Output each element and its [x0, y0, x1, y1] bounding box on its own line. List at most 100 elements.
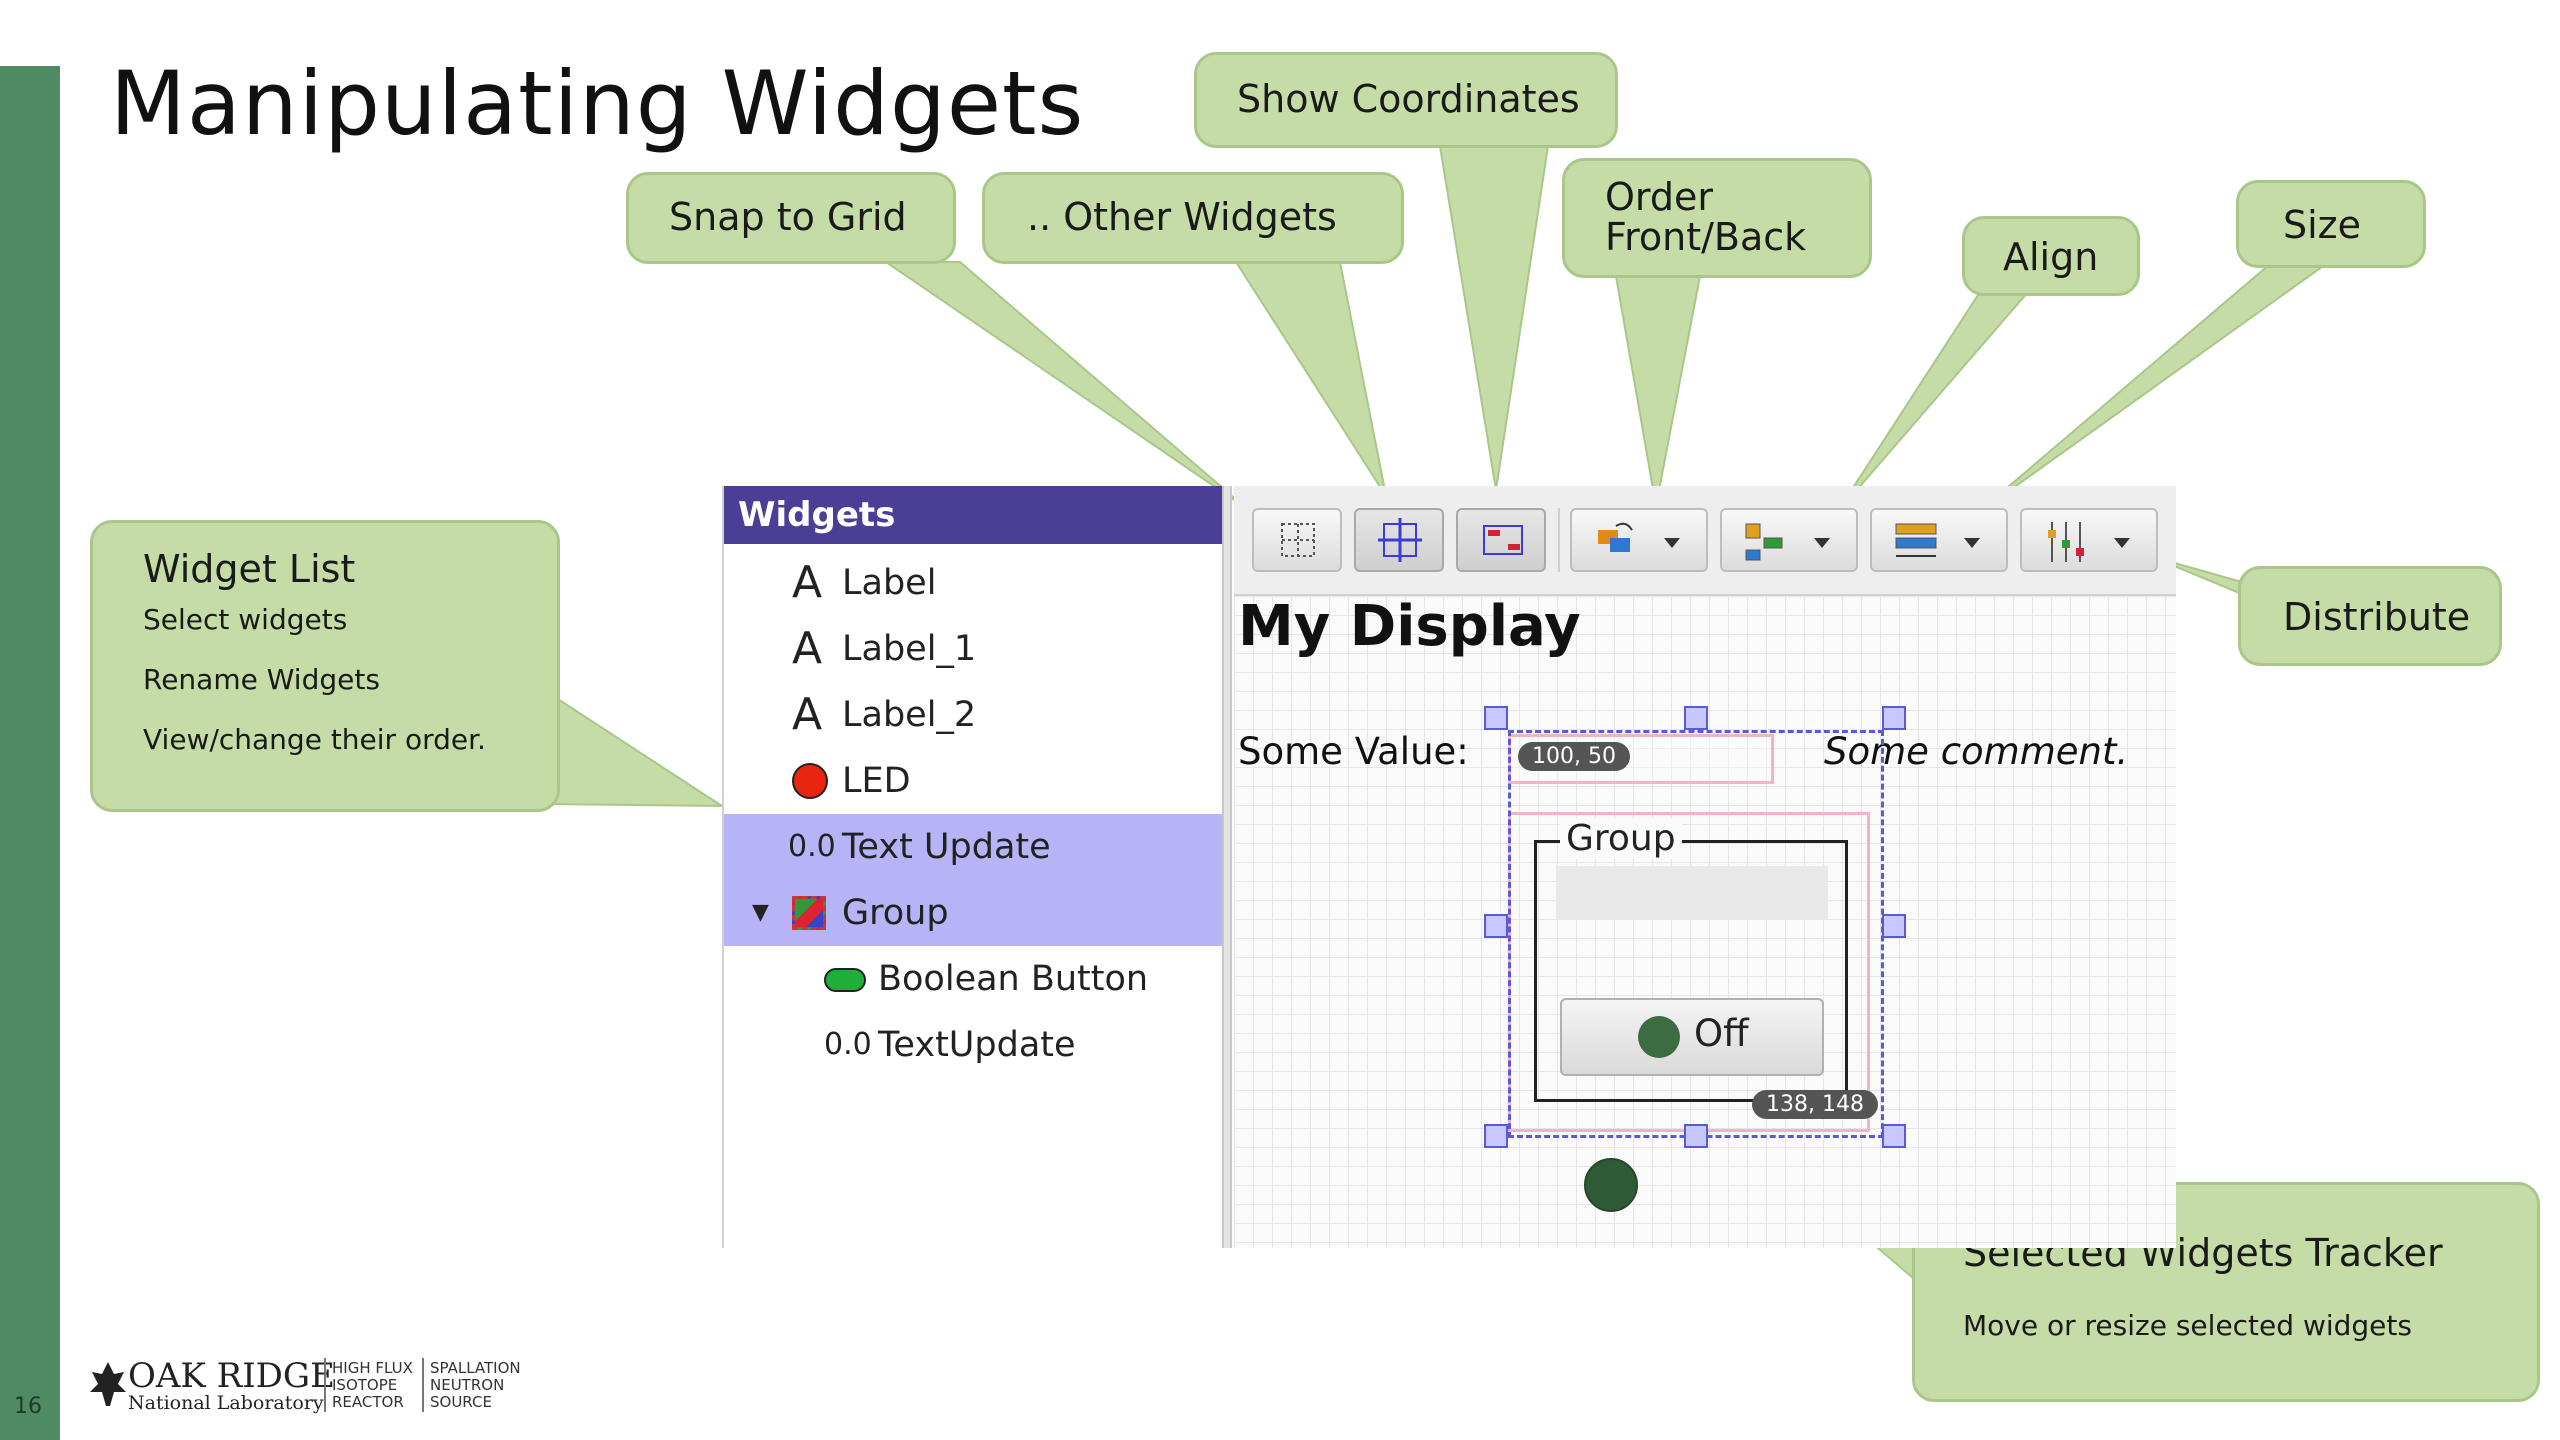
tree-item-label-2[interactable]: A Label_2 — [724, 682, 1224, 748]
widget-list-callout: Widget List Select widgets Rename Widget… — [90, 520, 560, 812]
tree-item-textupdate[interactable]: 0.0 TextUpdate — [724, 1012, 1224, 1078]
size-icon — [1895, 523, 1980, 557]
order-callout-line2: Front/Back — [1605, 215, 1807, 259]
oak-leaf-icon — [90, 1362, 126, 1406]
group-inner-area — [1556, 866, 1828, 920]
widget-list-callout-item: View/change their order. — [143, 723, 486, 756]
resize-handle-middle-left[interactable] — [1484, 914, 1508, 938]
sns-line: SOURCE — [430, 1393, 492, 1411]
tree-item-text: Group — [842, 893, 949, 933]
led-icon — [792, 763, 828, 799]
tree-item-text-update[interactable]: 0.0 Text Update — [724, 814, 1224, 880]
slide-title: Manipulating Widgets — [110, 52, 1085, 155]
show-coordinates-callout-label: Show Coordinates — [1237, 77, 1580, 121]
snap-grid-icon — [1281, 523, 1315, 557]
expand-triangle-icon[interactable]: ▼ — [752, 900, 769, 925]
resize-handle-bottom-center[interactable] — [1684, 1124, 1708, 1148]
led-widget[interactable] — [1584, 1158, 1638, 1212]
size-callout-label: Size — [2283, 203, 2362, 247]
tree-item-boolean-button[interactable]: Boolean Button — [724, 946, 1224, 1012]
align-callout: Align — [1962, 216, 2140, 296]
panel-splitter[interactable] — [1222, 486, 1232, 1248]
accent-bar — [0, 66, 60, 1440]
some-comment-label[interactable]: Some comment. — [1824, 730, 2129, 773]
text-update-icon: 0.0 — [824, 1027, 872, 1062]
show-coordinates-callout: Show Coordinates — [1194, 52, 1618, 148]
snap-to-grid-callout-label: Snap to Grid — [669, 195, 907, 239]
tree-item-text: TextUpdate — [878, 1025, 1076, 1065]
tree-item-text: Label_1 — [842, 629, 977, 669]
coordinates-icon — [1483, 525, 1523, 555]
display-title-label[interactable]: My Display — [1238, 594, 1581, 659]
selection-tracker[interactable] — [1508, 730, 1884, 1138]
snap-to-grid-button[interactable] — [1252, 508, 1342, 572]
editor-toolbar — [1234, 486, 2176, 596]
order-callout-line1: Order — [1605, 175, 1713, 219]
distribute-callout-label: Distribute — [2283, 595, 2471, 639]
tree-item-group[interactable]: ▼ Group — [724, 880, 1224, 946]
label-a-icon: A — [792, 557, 823, 608]
logo-divider — [324, 1358, 326, 1412]
distribute-icon — [2048, 522, 2130, 562]
boolean-off-button[interactable]: Off — [1560, 998, 1824, 1076]
align-callout-label: Align — [2003, 235, 2099, 279]
text-update-icon: 0.0 — [788, 829, 836, 864]
slide-number: 16 — [14, 1394, 42, 1419]
resize-handle-bottom-right[interactable] — [1882, 1124, 1906, 1148]
off-button-label: Off — [1694, 1012, 1749, 1055]
show-grid-button[interactable] — [1354, 508, 1444, 572]
resize-handle-middle-right[interactable] — [1882, 914, 1906, 938]
hfir-line: ISOTOPE — [332, 1376, 398, 1394]
distribute-button[interactable] — [2020, 508, 2158, 572]
ornl-logo: OAK RIDGE National Laboratory HIGH FLUX … — [88, 1356, 548, 1416]
other-widgets-callout: .. Other Widgets — [982, 172, 1404, 264]
tree-item-text: Label_2 — [842, 695, 977, 735]
sns-line: SPALLATION — [430, 1359, 521, 1377]
group-title: Group — [1560, 818, 1682, 859]
label-a-icon: A — [792, 623, 823, 674]
logo-name: OAK RIDGE — [128, 1356, 335, 1396]
hfir-line: HIGH FLUX — [332, 1359, 413, 1377]
order-button[interactable] — [1570, 508, 1708, 572]
boolean-button-icon — [824, 968, 866, 992]
tree-item-label-1[interactable]: A Label_1 — [724, 616, 1224, 682]
widgets-tree-panel: Widgets A Label A Label_1 A Label_2 LED … — [722, 486, 1224, 1248]
other-widgets-callout-label: .. Other Widgets — [1027, 195, 1337, 239]
widget-list-callout-item: Rename Widgets — [143, 663, 380, 696]
tracker-callout-subtitle: Move or resize selected widgets — [1963, 1309, 2412, 1342]
size-callout: Size — [2236, 180, 2426, 268]
sns-line: NEUTRON — [430, 1376, 505, 1394]
coordinates-badge-top-left: 100, 50 — [1518, 742, 1630, 771]
tree-item-text: Label — [842, 563, 937, 603]
logo-subtitle: National Laboratory — [128, 1392, 324, 1414]
align-button[interactable] — [1720, 508, 1858, 572]
tree-item-label[interactable]: A Label — [724, 550, 1224, 616]
order-front-back-icon — [1598, 522, 1680, 552]
button-led-icon — [1638, 1016, 1680, 1058]
distribute-callout: Distribute — [2238, 566, 2502, 666]
tree-item-text: LED — [842, 761, 911, 801]
tree-item-led[interactable]: LED — [724, 748, 1224, 814]
hfir-line: REACTOR — [332, 1393, 404, 1411]
align-icon — [1745, 523, 1830, 561]
widget-list-callout-item: Select widgets — [143, 603, 348, 636]
order-callout: Order Front/Back — [1562, 158, 1872, 278]
grid-icon — [1378, 518, 1422, 562]
snap-to-grid-callout: Snap to Grid — [626, 172, 956, 264]
widget-list-callout-title: Widget List — [143, 547, 356, 591]
size-button[interactable] — [1870, 508, 2008, 572]
group-icon — [792, 896, 826, 930]
resize-handle-top-right[interactable] — [1882, 706, 1906, 730]
resize-handle-top-left[interactable] — [1484, 706, 1508, 730]
toolbar-separator — [1558, 508, 1560, 572]
tracker-callout: Selected Widgets Tracker Move or resize … — [1912, 1182, 2540, 1402]
resize-handle-top-center[interactable] — [1684, 706, 1708, 730]
widgets-panel-header: Widgets — [724, 486, 1224, 544]
coordinates-badge-bottom-right: 138, 148 — [1752, 1090, 1878, 1119]
group-frame — [1534, 840, 1848, 1102]
some-value-label[interactable]: Some Value: — [1238, 730, 1469, 773]
resize-handle-bottom-left[interactable] — [1484, 1124, 1508, 1148]
show-coordinates-button[interactable] — [1456, 508, 1546, 572]
label-a-icon: A — [792, 689, 823, 740]
logo-divider — [422, 1358, 424, 1412]
